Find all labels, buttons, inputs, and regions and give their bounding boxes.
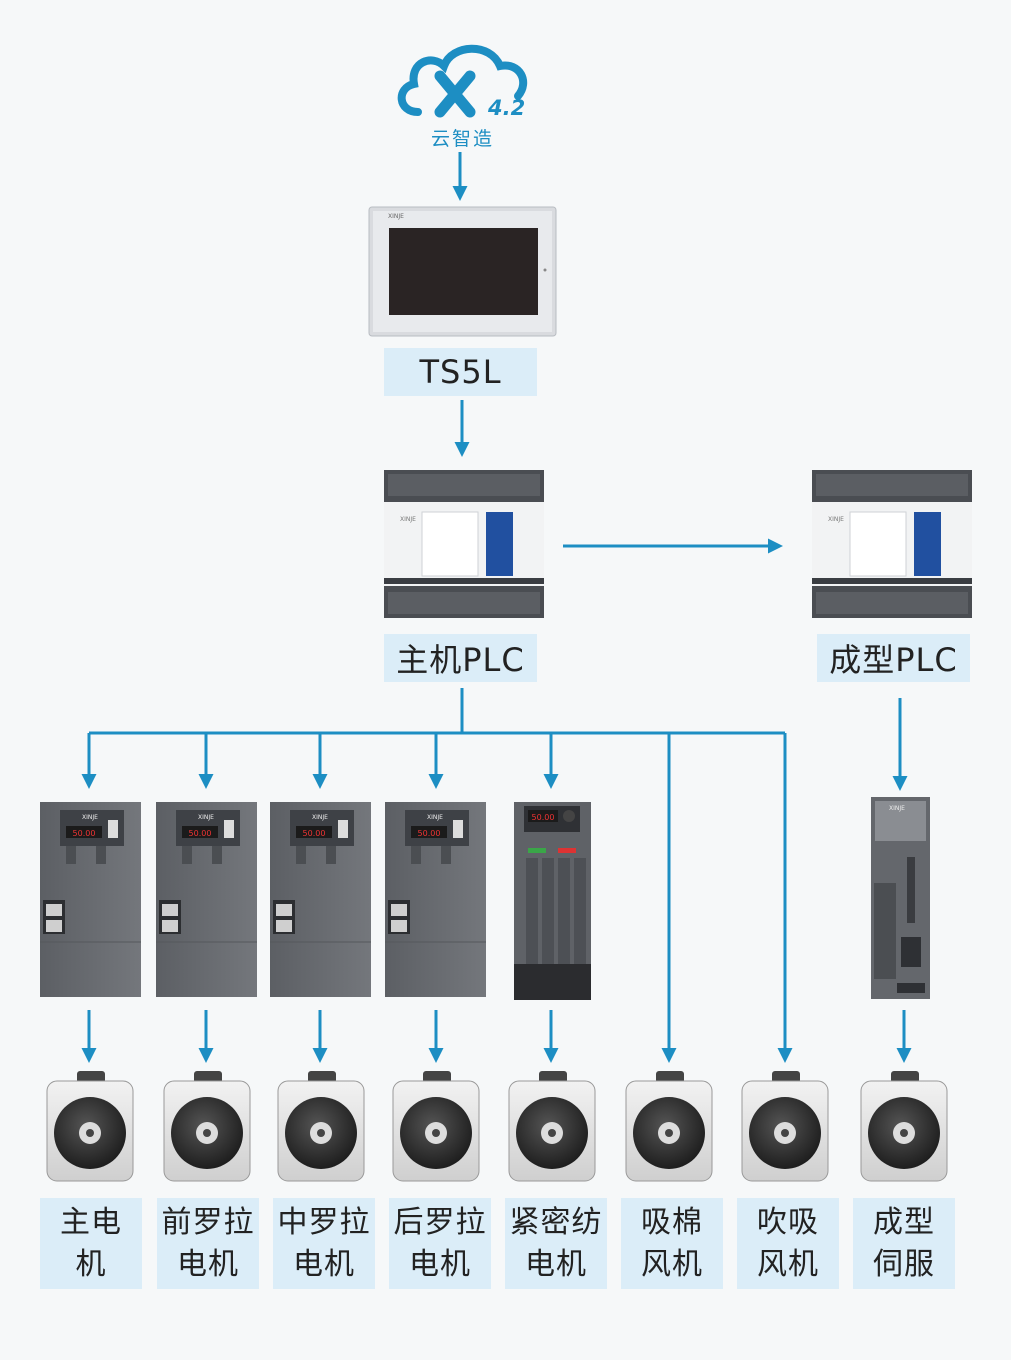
servo-drive-brand: XINJE bbox=[889, 805, 905, 812]
drive-2-brand: XINJE bbox=[198, 814, 214, 821]
main-plc-brand: XINJE bbox=[400, 516, 416, 523]
forming-plc-device: XINJE bbox=[812, 470, 972, 618]
cloud-icon bbox=[397, 44, 528, 116]
motor-1 bbox=[46, 1071, 134, 1182]
motor-label-8: 成型 伺服 bbox=[853, 1198, 955, 1289]
hmi-label: TS5L bbox=[384, 348, 537, 396]
forming-plc-label: 成型PLC bbox=[817, 634, 970, 682]
main-plc-device: XINJE bbox=[384, 470, 544, 618]
drive-5-display: 50.00 bbox=[532, 813, 555, 822]
motor-label-1-line1: 主电 bbox=[60, 1204, 122, 1240]
motor-5 bbox=[508, 1071, 596, 1182]
drive-1: 50.00 XINJE bbox=[40, 802, 141, 997]
motor-label-5-line1: 紧密纺 bbox=[509, 1204, 603, 1240]
motor-6 bbox=[625, 1071, 713, 1182]
motor-label-6-line2: 风机 bbox=[641, 1246, 703, 1282]
motor-label-3-line1: 中罗拉 bbox=[277, 1204, 371, 1240]
drive-3-brand: XINJE bbox=[312, 814, 328, 821]
motor-label-7-line1: 吹吸 bbox=[757, 1204, 819, 1240]
motor-label-3-line2: 电机 bbox=[293, 1246, 355, 1282]
motor-7 bbox=[741, 1071, 829, 1182]
motor-label-7-line2: 风机 bbox=[757, 1246, 819, 1282]
motor-label-6: 吸棉 风机 bbox=[621, 1198, 723, 1289]
drive-5: 50.00 bbox=[514, 802, 591, 1000]
drive-4-display: 50.00 bbox=[418, 829, 441, 838]
cloud-logo bbox=[397, 44, 528, 118]
cloud-title: 云智造 bbox=[431, 128, 495, 150]
forming-plc-brand: XINJE bbox=[828, 516, 844, 523]
motor-label-3: 中罗拉 电机 bbox=[273, 1198, 375, 1289]
hmi-brand: XINJE bbox=[388, 213, 404, 220]
connectors bbox=[81, 152, 912, 1063]
drive-1-brand: XINJE bbox=[82, 814, 98, 821]
motor-8 bbox=[860, 1071, 948, 1182]
drive-4-brand: XINJE bbox=[427, 814, 443, 821]
motor-label-8-line1: 成型 bbox=[873, 1204, 935, 1240]
motor-3 bbox=[277, 1071, 365, 1182]
motor-label-5: 紧密纺 电机 bbox=[505, 1198, 607, 1289]
cloud-version: 4.2 bbox=[488, 96, 526, 120]
drive-2: 50.00 XINJE bbox=[156, 802, 257, 997]
motor-2 bbox=[163, 1071, 251, 1182]
motor-label-2-line2: 电机 bbox=[177, 1246, 239, 1282]
drive-1-display: 50.00 bbox=[73, 829, 96, 838]
motor-label-6-line1: 吸棉 bbox=[641, 1204, 703, 1240]
motor-label-4-line1: 后罗拉 bbox=[393, 1204, 487, 1240]
motor-label-8-line2: 伺服 bbox=[873, 1246, 935, 1282]
motor-label-1-line2: 机 bbox=[75, 1246, 107, 1282]
main-plc-label: 主机PLC bbox=[384, 634, 537, 682]
motor-4 bbox=[392, 1071, 480, 1182]
motor-label-7: 吹吸 风机 bbox=[737, 1198, 839, 1289]
drive-2-display: 50.00 bbox=[189, 829, 212, 838]
hmi-device: XINJE bbox=[368, 206, 557, 337]
motor-label-4-line2: 电机 bbox=[409, 1246, 471, 1282]
motor-label-2-line1: 前罗拉 bbox=[161, 1204, 255, 1240]
drive-3-display: 50.00 bbox=[303, 829, 326, 838]
servo-drive: XINJE bbox=[871, 797, 930, 999]
motor-label-1: 主电 机 bbox=[40, 1198, 142, 1289]
motor-label-2: 前罗拉 电机 bbox=[157, 1198, 259, 1289]
drive-4: 50.00 XINJE bbox=[385, 802, 486, 997]
drive-3: 50.00 XINJE bbox=[270, 802, 371, 997]
motor-label-4: 后罗拉 电机 bbox=[389, 1198, 491, 1289]
motor-label-5-line2: 电机 bbox=[525, 1246, 587, 1282]
